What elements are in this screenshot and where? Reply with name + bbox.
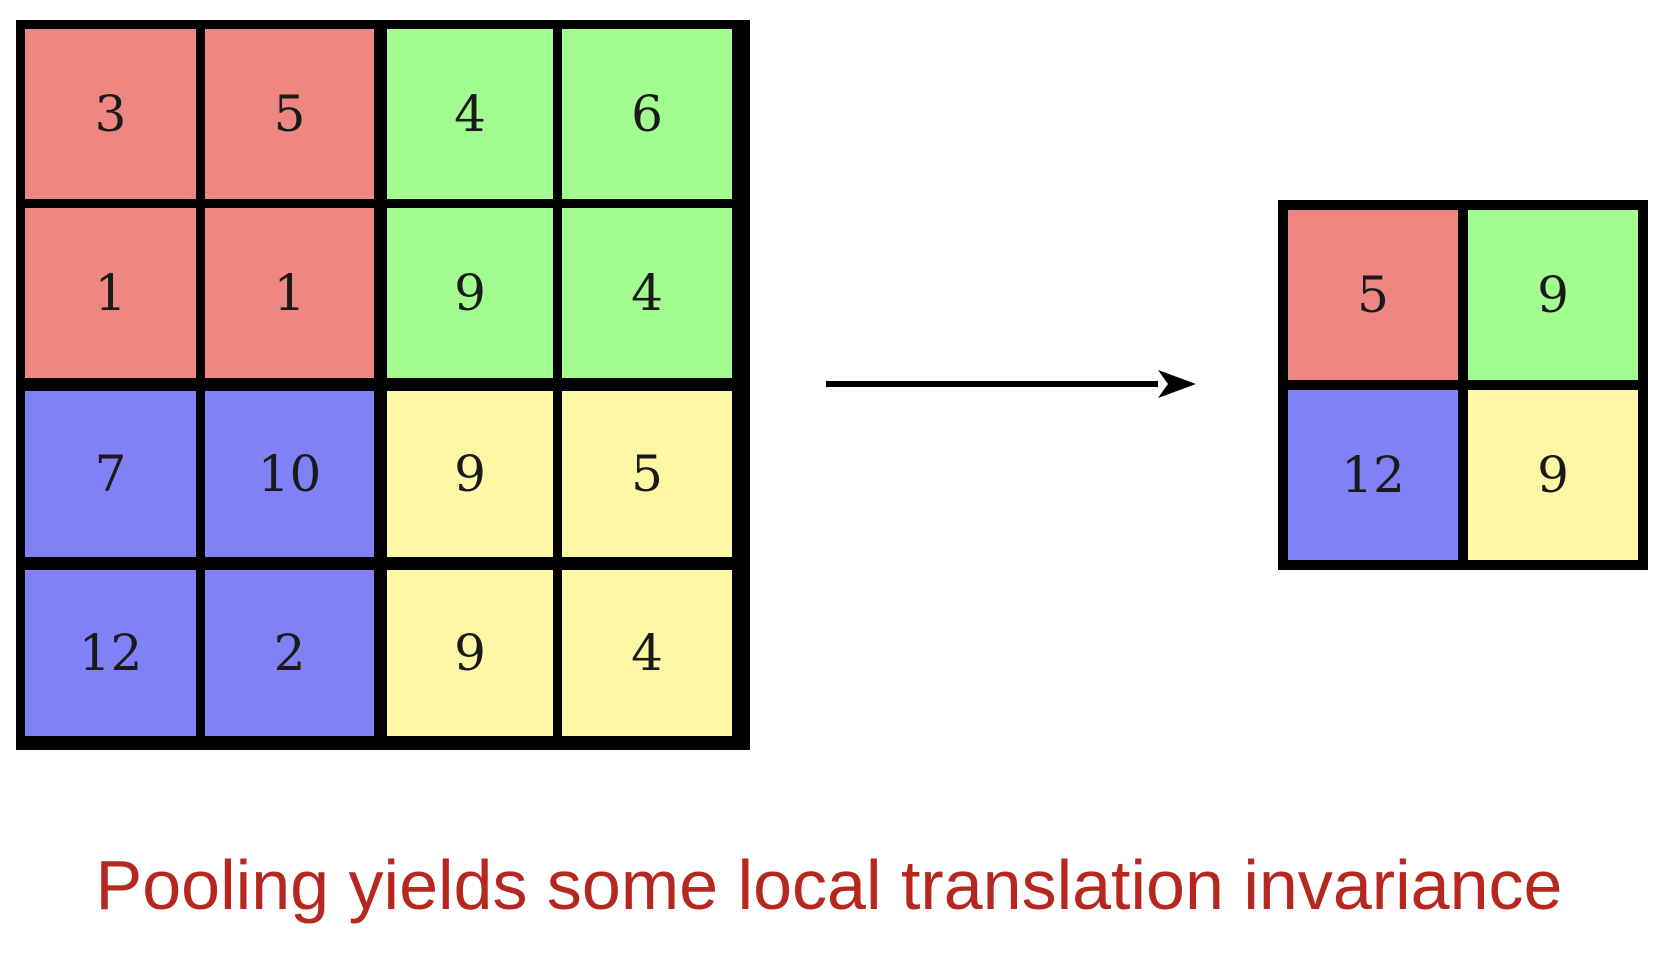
right-arrow-icon [826, 370, 1196, 398]
output-cell: 9 [1468, 390, 1638, 560]
input-cell: 12 [25, 570, 196, 736]
input-cell: 1 [25, 208, 196, 378]
input-cell: 9 [387, 570, 553, 736]
input-cell: 4 [562, 570, 732, 736]
output-cell: 9 [1468, 210, 1638, 380]
input-cell: 4 [562, 208, 732, 378]
input-cell: 4 [387, 29, 553, 199]
input-cell: 2 [205, 570, 374, 736]
input-cell: 3 [25, 29, 196, 199]
input-cell: 9 [387, 391, 553, 557]
input-cell: 6 [562, 29, 732, 199]
output-cell: 12 [1288, 390, 1458, 560]
input-cell: 5 [205, 29, 374, 199]
input-cell: 1 [205, 208, 374, 378]
input-cell: 7 [25, 391, 196, 557]
input-feature-map: 3 5 4 6 1 1 9 4 7 10 9 5 12 2 9 4 [16, 20, 750, 750]
output-cell: 5 [1288, 210, 1458, 380]
input-cell: 10 [205, 391, 374, 557]
input-cell: 5 [562, 391, 732, 557]
input-cell: 9 [387, 208, 553, 378]
caption: Pooling yields some local translation in… [95, 846, 1563, 924]
pooled-output-map: 5 9 12 9 [1278, 200, 1648, 570]
